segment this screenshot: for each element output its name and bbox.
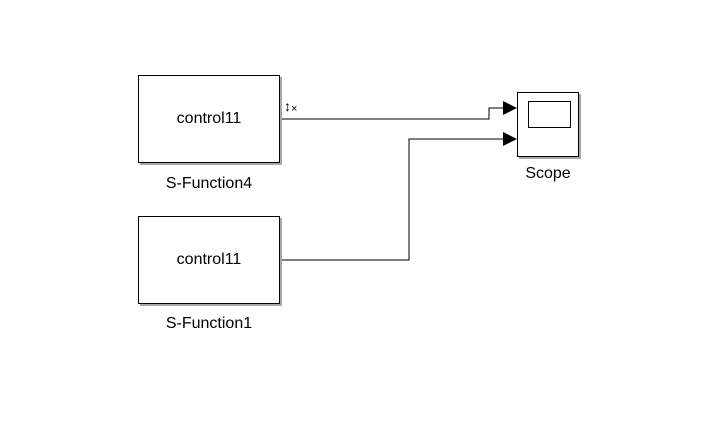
signal-line-sfn4-to-scope — [281, 107, 503, 120]
scope-name[interactable]: Scope — [525, 165, 571, 182]
scope-screen-icon — [528, 101, 571, 128]
scope-input-2-arrow — [503, 132, 517, 146]
s-function1-block[interactable]: control11 — [138, 216, 280, 304]
s-function1-name[interactable]: S-Function1 — [165, 315, 253, 332]
block-label: control11 — [176, 251, 242, 268]
signal-dimension-marker[interactable]: ↕× — [284, 99, 297, 116]
block-label: control11 — [176, 110, 242, 127]
cross-icon: × — [291, 103, 298, 115]
vertical-arrow-icon: ↕ — [284, 98, 291, 114]
scope-block[interactable] — [517, 92, 579, 157]
scope-input-1-arrow — [503, 101, 517, 115]
s-function4-block[interactable]: control11 — [138, 75, 280, 163]
signal-line-sfn1-to-scope — [281, 138, 503, 261]
s-function4-name[interactable]: S-Function4 — [165, 175, 253, 192]
